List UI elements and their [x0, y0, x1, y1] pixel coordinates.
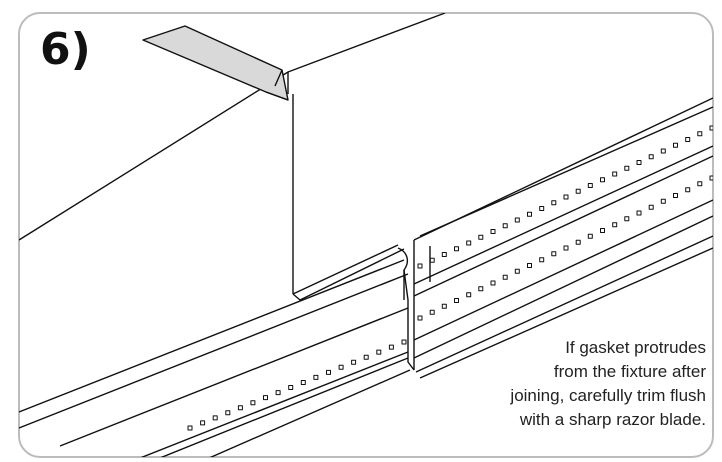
led-dot — [636, 210, 642, 216]
led-strip — [187, 125, 713, 431]
led-dot — [697, 131, 703, 137]
instruction-caption: If gasket protrudes from the fixture aft… — [406, 336, 706, 432]
caption-line: If gasket protrudes — [565, 338, 706, 357]
fixture-extrusion-left — [19, 259, 411, 457]
led-dot — [363, 354, 369, 360]
led-dot — [478, 234, 484, 240]
led-dot — [551, 200, 557, 206]
led-dot — [563, 245, 569, 251]
led-dot — [648, 154, 654, 160]
led-dot — [527, 211, 532, 217]
led-dot — [612, 222, 618, 228]
led-dot — [417, 315, 423, 321]
led-dot — [338, 364, 344, 370]
led-dot — [502, 274, 508, 280]
led-dot — [660, 148, 666, 154]
led-dot — [539, 206, 545, 211]
led-dot — [490, 280, 496, 286]
led-dot — [466, 292, 472, 298]
led-dot — [587, 233, 593, 239]
fixture-extrusion-right — [413, 97, 713, 379]
led-dot — [551, 251, 557, 257]
caption-line: from the fixture after — [553, 362, 706, 381]
led-dot — [709, 175, 713, 181]
led-dot — [502, 223, 508, 229]
led-dot — [648, 204, 654, 210]
led-dot — [441, 303, 447, 309]
led-dot — [429, 309, 435, 315]
led-dot — [313, 374, 319, 380]
led-dot — [429, 257, 435, 263]
led-dot — [288, 385, 294, 390]
led-dot — [636, 160, 642, 165]
led-dot — [673, 193, 678, 198]
led-dot — [697, 181, 703, 187]
led-dot — [187, 425, 193, 431]
led-dot — [376, 349, 382, 355]
led-dot — [539, 257, 545, 263]
led-dot — [660, 198, 666, 204]
led-dot — [587, 183, 593, 188]
led-dot — [466, 240, 472, 246]
led-dot — [417, 263, 423, 269]
led-dot — [237, 405, 243, 411]
led-dot — [575, 188, 581, 194]
instruction-panel — [18, 12, 714, 458]
led-dot — [490, 229, 496, 234]
led-dot — [673, 142, 678, 148]
led-dot — [514, 217, 520, 223]
led-dot — [612, 171, 618, 177]
led-dot — [200, 420, 206, 426]
led-dot — [685, 187, 691, 193]
led-dot — [454, 298, 459, 303]
led-dot — [685, 137, 691, 142]
led-dot — [478, 286, 484, 292]
razor-blade — [142, 25, 289, 101]
led-dot — [527, 263, 532, 268]
fixture-housing — [19, 13, 446, 301]
led-dot — [454, 246, 459, 252]
led-dot — [514, 268, 520, 274]
led-dot — [275, 390, 281, 396]
led-dot — [300, 380, 306, 385]
led-dot — [600, 177, 605, 183]
led-dot — [600, 228, 605, 233]
led-dot — [563, 194, 569, 200]
led-dot — [351, 359, 357, 365]
led-dot — [225, 410, 231, 416]
led-dot — [388, 344, 394, 350]
step-number: 6) — [40, 24, 91, 75]
led-dot — [401, 339, 407, 345]
led-dot — [441, 252, 447, 257]
led-dot — [624, 165, 630, 171]
caption-line: joining, carefully trim flush — [510, 386, 706, 405]
led-dot — [709, 125, 713, 131]
led-dot — [624, 216, 630, 222]
led-dot — [250, 400, 256, 406]
led-dot — [326, 369, 331, 375]
led-dot — [575, 239, 581, 245]
fixture-joint — [397, 240, 415, 371]
led-dot — [263, 395, 268, 401]
caption-line: with a sharp razor blade. — [519, 410, 706, 429]
led-dot — [212, 415, 218, 421]
